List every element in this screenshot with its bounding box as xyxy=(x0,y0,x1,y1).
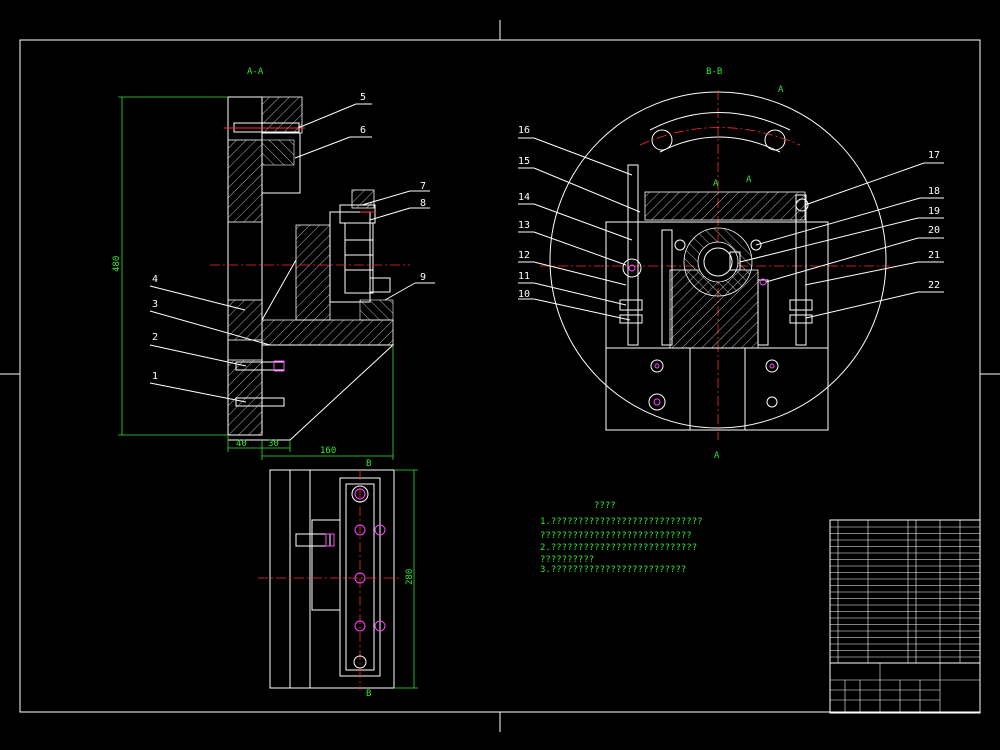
callout-13: 13 xyxy=(518,220,530,231)
dim-480: 480 xyxy=(112,256,122,272)
callout-9: 9 xyxy=(420,272,426,283)
callout-11: 11 xyxy=(518,271,530,282)
callout-17: 17 xyxy=(928,150,940,161)
marker-a-bottom: A xyxy=(714,451,720,461)
callout-21: 21 xyxy=(928,250,940,261)
marker-a-top: A xyxy=(778,85,784,95)
callouts-left: 5 6 7 8 9 4 3 2 1 xyxy=(149,92,435,403)
plan-view: 280 B B xyxy=(258,459,418,699)
dim-160: 160 xyxy=(320,446,336,456)
parts-list-table xyxy=(829,519,981,664)
section-aa-view: A-A xyxy=(112,67,435,460)
section-bb-view: B-B xyxy=(518,67,944,461)
callout-19: 19 xyxy=(928,206,940,217)
callout-5: 5 xyxy=(360,92,366,103)
callout-4: 4 xyxy=(152,274,158,285)
callout-2: 2 xyxy=(152,332,158,343)
callout-6: 6 xyxy=(360,125,366,136)
dim-280: 280 xyxy=(405,569,415,585)
notes-line-2: ???????????????????????????? xyxy=(540,531,692,541)
marker-a-right: A xyxy=(746,175,752,185)
callout-12: 12 xyxy=(518,250,530,261)
callouts-right: 16 15 14 13 12 11 10 17 18 19 20 21 22 xyxy=(518,125,944,321)
notes-line-4: ?????????? xyxy=(540,555,594,565)
callout-18: 18 xyxy=(928,186,940,197)
marker-b-top: B xyxy=(366,459,371,469)
dimension-lines: 480 40 30 160 xyxy=(112,96,394,460)
callout-8: 8 xyxy=(420,198,426,209)
dim-40: 40 xyxy=(236,439,247,449)
sheet-frame xyxy=(0,20,1000,732)
callout-3: 3 xyxy=(152,299,158,310)
callout-22: 22 xyxy=(928,280,940,291)
callout-7: 7 xyxy=(420,181,426,192)
callout-10: 10 xyxy=(518,289,530,300)
callout-1: 1 xyxy=(152,371,158,382)
callout-20: 20 xyxy=(928,225,940,236)
callout-16: 16 xyxy=(518,125,530,136)
notes-line-1: 1.???????????????????????????? xyxy=(540,517,703,527)
section-bb-title: B-B xyxy=(706,67,722,77)
notes-line-3: 2.??????????????????????????? xyxy=(540,543,697,553)
marker-a-center: A xyxy=(713,179,719,189)
notes-line-5: 3.????????????????????????? xyxy=(540,565,686,575)
callout-15: 15 xyxy=(518,156,530,167)
callout-14: 14 xyxy=(518,192,530,203)
dim-30: 30 xyxy=(268,439,279,449)
notes-title: ???? xyxy=(594,501,616,511)
section-aa-title: A-A xyxy=(247,67,264,77)
title-block xyxy=(829,662,981,714)
technical-notes: ???? 1.???????????????????????????? ????… xyxy=(540,501,703,575)
marker-b-bottom: B xyxy=(366,689,371,699)
